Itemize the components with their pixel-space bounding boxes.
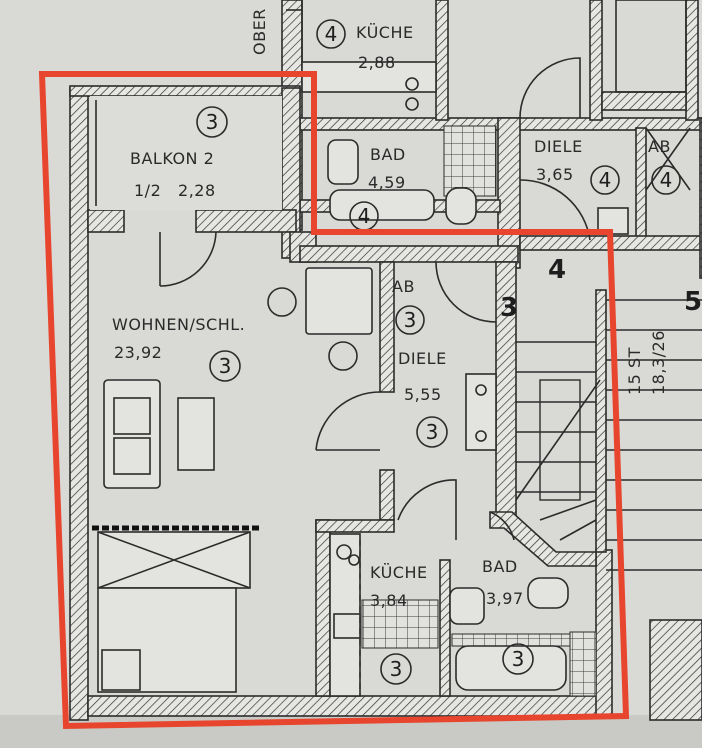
neighbor-ab-badge: 4 [660,168,673,192]
wohnen-badge-circle [209,350,241,382]
diele-badge: 3 [426,420,439,444]
neighbor-diele-badge-circle [590,165,620,195]
diele-name: DIELE [398,349,447,368]
bad-area: 3,97 [486,589,524,608]
kueche-badge: 3 [390,657,403,681]
neighbor-kueche-area: 2,88 [358,53,396,72]
bad-badge-circle [502,643,534,675]
bath-fixtures [449,577,597,697]
kueche-badge-circle [380,653,412,685]
wohnen-area: 23,92 [114,343,162,362]
neighbor-ab-name: AB [648,137,671,156]
ab-badge-circle [395,305,425,335]
main-unit-walls [69,85,613,721]
ab-name: AB [392,277,415,296]
neighbor-kueche-badge-circle [316,19,346,49]
neighbor-unit [281,0,702,279]
balkon-name: BALKON 2 [130,149,214,168]
ab-badge: 3 [404,308,417,332]
neighbor-bad-name: BAD [370,145,406,164]
balkon-badge: 3 [206,110,219,134]
diele-badge-circle [416,416,448,448]
staircase [515,299,702,721]
kueche-area: 3,84 [370,591,408,610]
balkon-badge-circle [196,106,228,138]
apartment-highlight-outline [38,71,630,730]
kitchen-fixtures [329,533,439,697]
wohnen-badge: 3 [219,354,232,378]
neighbor-ab-badge-circle [651,165,681,195]
neighbor-diele-name: DIELE [534,137,583,156]
diele-fixtures [315,261,515,541]
balkon-area: 1/2 2,28 [134,181,216,200]
diele-area: 5,55 [404,385,442,404]
unit-number-left: 3 [500,293,518,323]
balcony-floor [90,96,282,210]
neighbor-kueche-badge: 4 [325,22,338,46]
wohnen-name: WOHNEN/SCHL. [112,315,245,334]
neighbor-ober-label: OBER [250,8,269,55]
living-furniture [92,231,373,693]
neighbor-bad-area: 4,59 [368,173,406,192]
stairs-text-1: 15 ST [625,347,644,395]
unit-number-top: 4 [548,255,566,285]
bad-name: BAD [482,557,518,576]
stairs-text-2: 18,3/26 [649,330,668,395]
neighbor-diele-area: 3,65 [536,165,574,184]
unit-number-right: 5 [684,287,702,317]
bad-badge: 3 [512,647,525,671]
neighbor-kueche-name: KÜCHE [356,23,414,42]
neighbor-bad-badge: 4 [358,204,371,228]
kueche-name: KÜCHE [370,563,428,582]
neighbor-diele-badge: 4 [599,168,612,192]
